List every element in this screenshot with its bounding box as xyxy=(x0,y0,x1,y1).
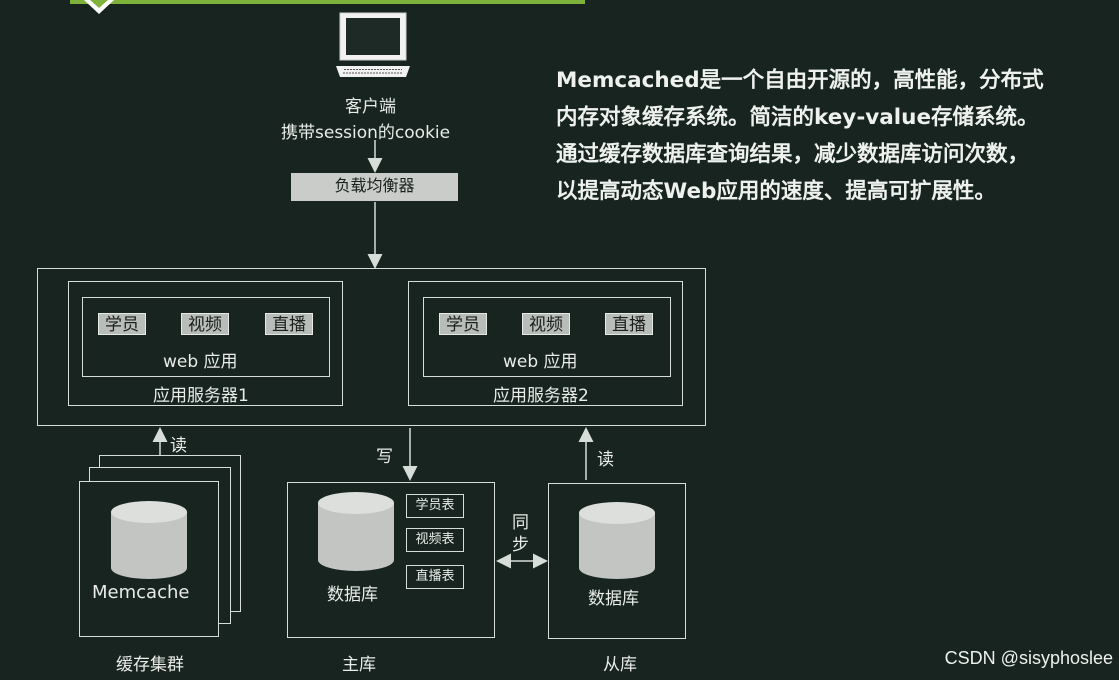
master-db-label: 数据库 xyxy=(327,585,378,605)
web-app-1-label: web 应用 xyxy=(163,352,238,372)
app-server-1 xyxy=(68,281,343,406)
slave-db-label: 数据库 xyxy=(588,589,639,609)
read-label-cache: 读 xyxy=(170,436,187,456)
cache-node-front xyxy=(79,481,219,637)
web-app-2-label: web 应用 xyxy=(503,352,578,372)
slave-db-box xyxy=(548,483,686,639)
module-student-2: 学员 xyxy=(439,313,487,335)
slave-caption: 从库 xyxy=(603,655,637,675)
read-label-slave: 读 xyxy=(597,450,614,470)
table-video: 视频表 xyxy=(406,528,464,552)
table-student: 学员表 xyxy=(406,494,464,518)
description-line-2: 内存对象缓存系统。简洁的key-value存储系统。 xyxy=(556,105,1039,130)
table-live: 直播表 xyxy=(406,565,464,589)
client-cookie-label: 携带session的cookie xyxy=(281,123,451,143)
sync-label: 同 步 xyxy=(512,513,529,555)
web-app-2 xyxy=(423,297,671,377)
memcached-description: Memcached是一个自由开源的，高性能，分布式 内存对象缓存系统。简洁的ke… xyxy=(556,62,1116,210)
client-label: 客户端 xyxy=(345,97,396,117)
web-app-1 xyxy=(82,297,330,377)
computer-icon xyxy=(336,12,410,77)
description-line-1: Memcached是一个自由开源的，高性能，分布式 xyxy=(556,68,1044,93)
load-balancer: 负载均衡器 xyxy=(291,173,458,201)
app-servers-container xyxy=(37,268,706,426)
watermark: CSDN @sisyphoslee xyxy=(944,648,1113,668)
description-line-4: 以提高动态Web应用的速度、提高可扩展性。 xyxy=(556,179,996,204)
module-student-1: 学员 xyxy=(98,313,146,335)
module-live-1: 直播 xyxy=(265,313,313,335)
top-banner-decoration xyxy=(70,0,585,4)
module-live-2: 直播 xyxy=(605,313,653,335)
description-line-3: 通过缓存数据库查询结果，减少数据库访问次数， xyxy=(556,142,1030,167)
write-label: 写 xyxy=(376,447,393,467)
app-server-1-label: 应用服务器1 xyxy=(153,386,249,406)
slave-database-icon xyxy=(579,502,655,579)
cache-cluster-caption: 缓存集群 xyxy=(116,655,184,675)
cache-db-label: Memcache xyxy=(92,582,190,603)
master-db-box xyxy=(287,482,495,638)
module-video-2: 视频 xyxy=(522,313,570,335)
app-server-2-label: 应用服务器2 xyxy=(493,386,589,406)
app-server-2 xyxy=(408,281,683,406)
master-database-icon xyxy=(318,492,394,571)
module-video-1: 视频 xyxy=(181,313,229,335)
master-caption: 主库 xyxy=(342,655,376,675)
